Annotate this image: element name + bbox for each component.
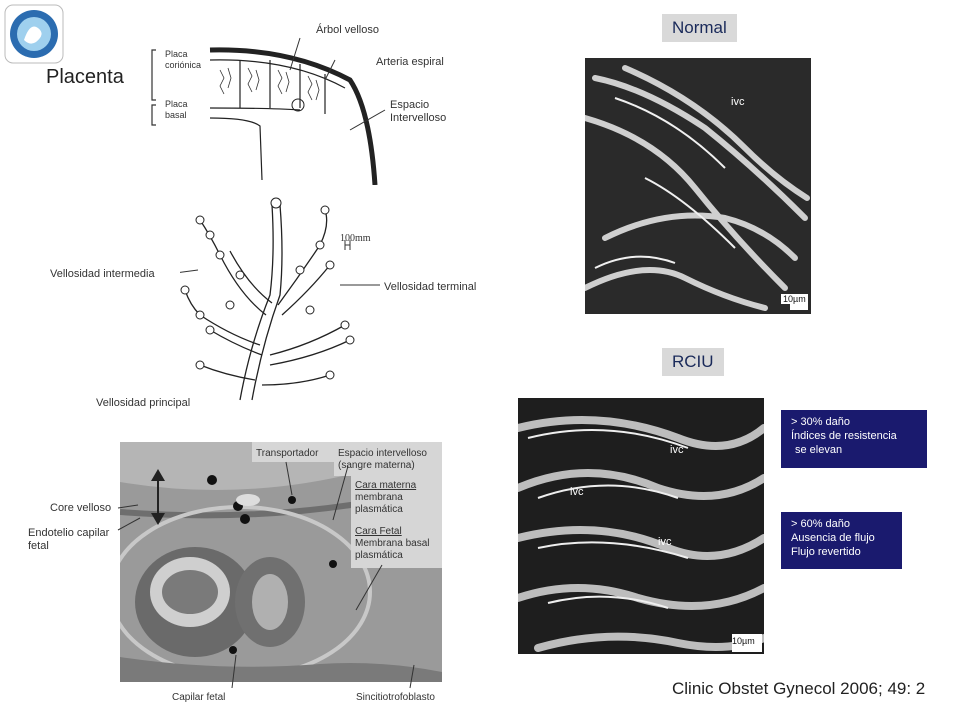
damage-30-box: > 30% daño Índices de resistencia se ele… [781,410,927,468]
cara-fetal-title: Cara Fetal [355,526,402,537]
cara-labelbox [351,476,442,568]
damage-30-line2: Índices de resistencia [791,430,897,442]
rciu-ivc-label-1: ivc [670,444,684,456]
normal-ivc-label: ivc [731,96,745,108]
vellosidad-principal-label: Vellosidad principal [96,397,191,409]
scale-label: 100mm [340,233,371,244]
page-title: Placenta [46,66,124,88]
placa-corionica-label: Placa coriónica [165,49,202,70]
damage-60-line2: Ausencia de flujo [791,532,875,544]
villous-tree-diagram [180,197,380,401]
vellosidad-terminal-label: Vellosidad terminal [384,281,477,293]
sincitio-label: Sincitiotrofoblasto [356,692,435,703]
cara-materna-desc: membrana plasmática [355,492,403,515]
arteria-espiral-label: Arteria espiral [376,56,444,68]
arbol-velloso-label: Árbol velloso [316,24,379,36]
capilar-fetal-label: Capilar fetal [172,692,226,703]
endotelio-label: Endotelio capilar fetal [28,527,110,552]
damage-30-line3: se elevan [795,444,843,456]
espacio-intervelloso-labelbox [334,442,442,476]
rciu-ivc-label-2: ivc [570,486,584,498]
citation: Clinic Obstet Gynecol 2006; 49: 2 [672,679,926,698]
damage-30-line1: > 30% daño [791,416,851,428]
normal-label: Normal [662,14,737,42]
rciu-sem-image: ivc ivc ivc 10µm [518,398,764,654]
transportador-label: Transportador [256,448,319,459]
cara-fetal-desc: Membrana basal plasmática [355,538,430,561]
espacio-intervelloso-label: Espacio Intervelloso [390,99,447,124]
damage-60-line1: > 60% daño [791,518,851,530]
uterus-logo [4,4,64,64]
damage-60-box: > 60% daño Ausencia de flujo Flujo rever… [781,512,902,569]
espacio-intervelloso-micro-label: Espacio intervelloso (sangre materna) [338,448,427,471]
rciu-ivc-label-3: ivc [658,536,672,548]
transportador-labelbox [252,442,334,462]
core-velloso-label: Core velloso [50,502,112,514]
placenta-cross-section-diagram [151,37,386,185]
normal-scale-label: 10µm [781,294,808,304]
vellosidad-intermedia-label: Vellosidad intermedia [50,268,155,280]
placa-basal-label: Placa basal [165,99,188,120]
normal-sem-image: ivc 10µm [585,58,811,314]
cara-materna-title: Cara materna [355,480,417,491]
rciu-scale-label: 10µm [732,636,755,646]
rciu-label: RCIU [662,348,724,376]
damage-60-line3: Flujo revertido [791,546,861,558]
